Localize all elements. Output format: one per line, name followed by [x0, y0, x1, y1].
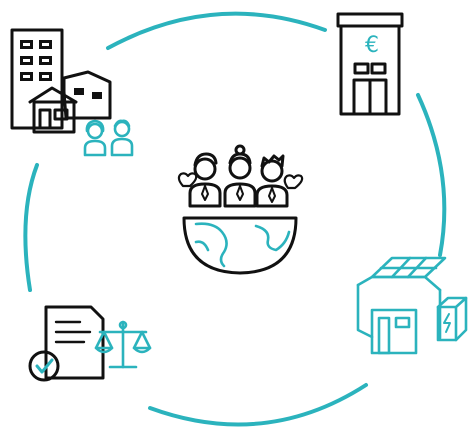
bank-euro-building-icon: €: [336, 12, 404, 116]
community-people-globe-icon: [177, 144, 304, 275]
ring-arc-top: [106, 11, 327, 50]
ring-arc-bottom: [148, 383, 368, 427]
housing-buildings-families-icon: [10, 28, 134, 157]
legal-document-scales-icon: [28, 305, 152, 382]
solar-panel-building-battery-icon: [356, 256, 468, 355]
ring: [23, 11, 447, 427]
euro-symbol: €: [365, 33, 379, 58]
ring-arc-left: [23, 163, 39, 292]
ring-arc-right: [416, 93, 447, 257]
